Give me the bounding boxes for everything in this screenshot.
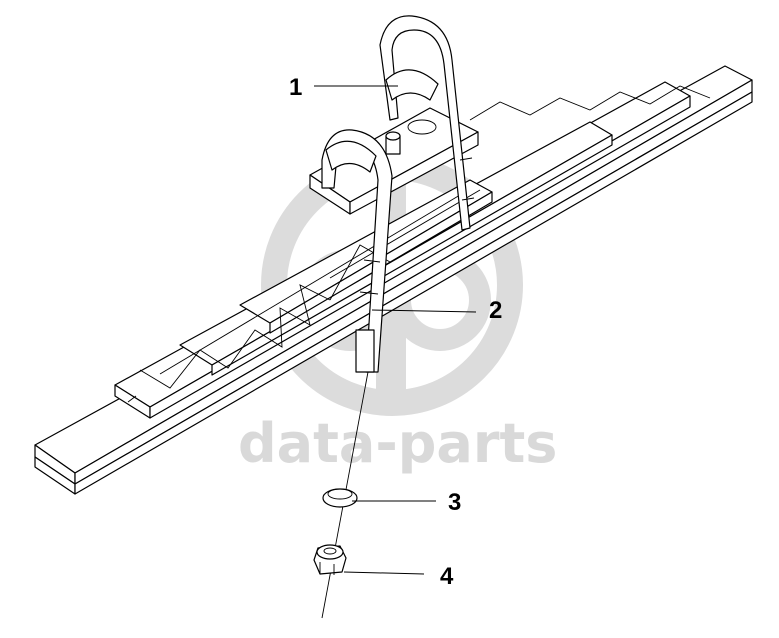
u-bolt-rear: [379, 15, 475, 231]
leader-line-2: [371, 309, 477, 313]
callout-1: 1: [289, 74, 302, 101]
callout-3: 3: [448, 489, 461, 516]
leaf-spring: [34, 65, 753, 495]
u-bolt-front: [321, 129, 393, 373]
washer: [322, 488, 358, 508]
leader-line-4: [343, 571, 425, 575]
watermark-text: data-parts: [238, 412, 557, 475]
callout-4: 4: [440, 563, 454, 590]
callout-2: 2: [489, 297, 502, 324]
nut: [313, 544, 347, 575]
